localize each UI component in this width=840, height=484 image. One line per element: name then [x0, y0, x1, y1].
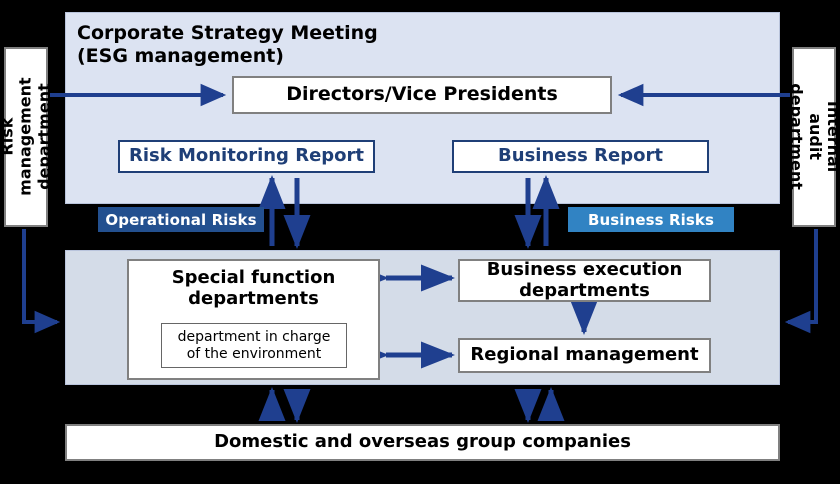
box-business-report[interactable]: Business Report	[452, 140, 709, 173]
box-internal-audit-department[interactable]: Internal audit department	[787, 47, 840, 227]
box-environment-department[interactable]: department in charge of the environment	[161, 323, 347, 368]
panel-title-corporate-strategy-meeting: Corporate Strategy Meeting (ESG manageme…	[77, 22, 378, 68]
box-domestic-and-overseas-group-companies[interactable]: Domestic and overseas group companies	[65, 424, 780, 461]
box-internal-audit-department-label: Internal audit department	[786, 83, 840, 191]
box-risk-management-department-label: Risk management department	[0, 77, 54, 197]
box-risk-management-department[interactable]: Risk management department	[0, 47, 53, 227]
chip-business-risks: Business Risks	[568, 207, 734, 232]
box-risk-monitoring-report[interactable]: Risk Monitoring Report	[118, 140, 375, 173]
chip-operational-risks: Operational Risks	[98, 207, 264, 232]
box-regional-management[interactable]: Regional management	[458, 338, 711, 373]
box-special-function-departments[interactable]: Special function departments department …	[127, 259, 380, 380]
box-directors-vice-presidents[interactable]: Directors/Vice Presidents	[232, 76, 612, 114]
box-special-function-departments-label: Special function departments	[171, 267, 336, 309]
box-business-execution-departments[interactable]: Business execution departments	[458, 259, 711, 302]
